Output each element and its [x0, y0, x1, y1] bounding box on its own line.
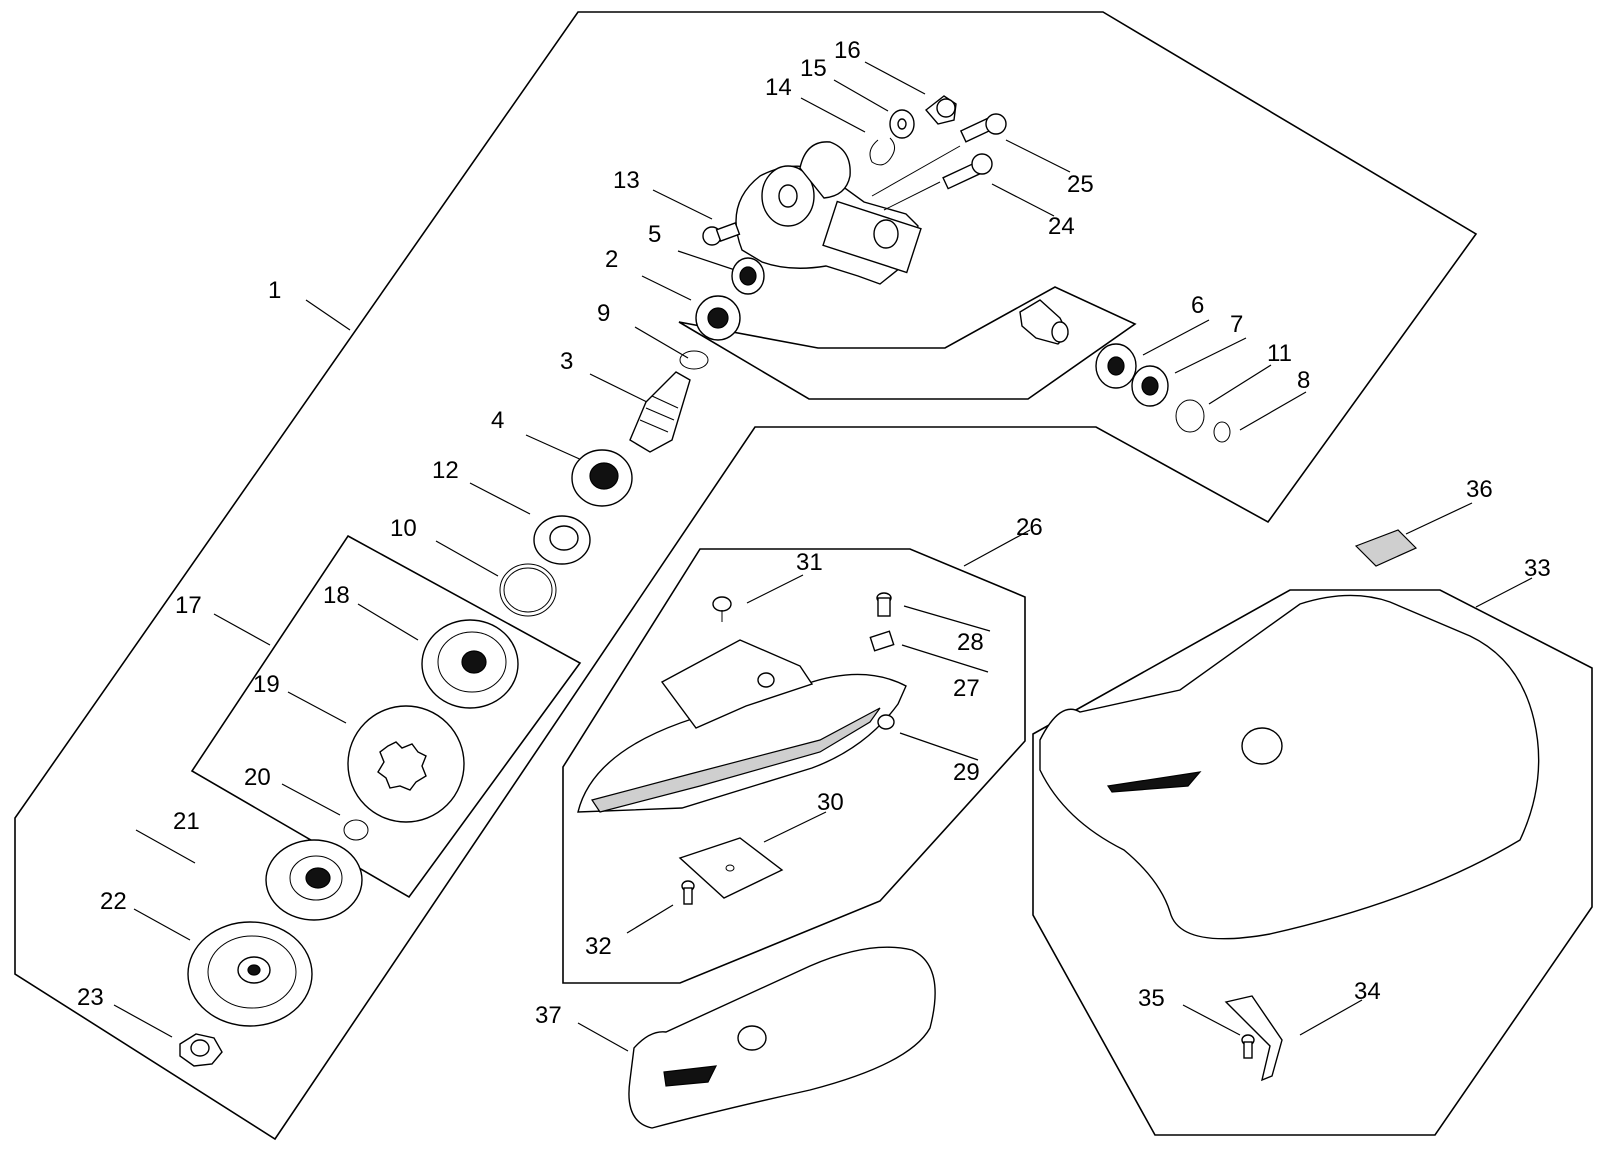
frame-gearhead-assembly: [14, 11, 1478, 1141]
callout-29: 29: [953, 759, 980, 786]
callout-17: 17: [175, 592, 202, 619]
callout-36: 36: [1466, 476, 1493, 503]
ring-20: [343, 819, 369, 841]
callout-3: 3: [560, 348, 573, 375]
spacer-cap: [1019, 299, 1069, 345]
callout-18: 18: [323, 582, 350, 609]
label-36: [1354, 529, 1418, 567]
screw-35: [1241, 1034, 1255, 1059]
callout-13: 13: [613, 167, 640, 194]
plate-30: [678, 837, 784, 899]
needle-bearing: [695, 295, 741, 341]
clutch-plate-18: [421, 619, 519, 709]
screw-32: [681, 880, 695, 905]
shield-37: [628, 946, 936, 1129]
callout-5: 5: [648, 221, 661, 248]
shield-33: [1039, 594, 1540, 940]
callout-24: 24: [1048, 213, 1075, 240]
plug-16: [924, 95, 957, 125]
guard-bracket-26: [577, 639, 907, 813]
bearing-4: [571, 449, 633, 507]
assembly-frames: [14, 11, 1593, 1141]
callout-16: 16: [834, 37, 861, 64]
clutch-ring-19: [347, 705, 465, 823]
callout-9: 9: [597, 300, 610, 327]
callout-14: 14: [765, 74, 792, 101]
drive-plate-21: [265, 839, 363, 921]
callout-23: 23: [77, 984, 104, 1011]
callout-25: 25: [1067, 171, 1094, 198]
snap-ring-9: [679, 350, 709, 370]
callout-4: 4: [491, 407, 504, 434]
callout-7: 7: [1230, 311, 1243, 338]
callout-2: 2: [605, 246, 618, 273]
callout-35: 35: [1138, 985, 1165, 1012]
bolt-25: [959, 113, 1007, 143]
washer-12: [533, 515, 591, 565]
bolt-24: [942, 153, 993, 190]
circlip-10: [499, 563, 557, 617]
frame-guard-subassembly: [562, 548, 1026, 984]
callout-6: 6: [1191, 292, 1204, 319]
callout-19: 19: [253, 671, 280, 698]
callout-26: 26: [1016, 514, 1043, 541]
bolt-13: [702, 222, 741, 246]
frame-gear-case-subassembly: [678, 286, 1137, 400]
washer-15: [889, 109, 915, 139]
spacer-29: [877, 714, 895, 730]
leader-lines: [113, 61, 1533, 1052]
pinion-shaft-3: [629, 371, 691, 453]
spring-14: [869, 137, 896, 166]
bearing-6: [1095, 343, 1137, 389]
callout-32: 32: [585, 933, 612, 960]
frame-clutch-subassembly: [190, 534, 582, 899]
frame-shield-assembly: [1032, 589, 1593, 1136]
bolt-28: [876, 592, 892, 617]
nut-27: [869, 630, 895, 652]
callout-33: 33: [1524, 555, 1551, 582]
gear-case: [735, 141, 961, 285]
callout-21: 21: [173, 808, 200, 835]
callout-22: 22: [100, 888, 127, 915]
bearing-5: [731, 257, 765, 295]
callout-31: 31: [796, 549, 823, 576]
callout-37: 37: [535, 1002, 562, 1029]
screw-31: [712, 596, 732, 622]
bracket-34: [1224, 995, 1283, 1082]
callout-30: 30: [817, 789, 844, 816]
callout-1: 1: [268, 277, 281, 304]
callout-8: 8: [1297, 367, 1310, 394]
bearing-7: [1131, 365, 1169, 407]
callout-27: 27: [953, 675, 980, 702]
callout-11: 11: [1267, 340, 1292, 367]
callout-34: 34: [1354, 978, 1381, 1005]
callout-labels: 1 2 3 4 5 6 7 8 9 10 11 12 13 14 15 16 1…: [77, 37, 1551, 1029]
nut-23: [179, 1033, 223, 1067]
ring-8: [1213, 421, 1231, 443]
callout-15: 15: [800, 55, 827, 82]
circlip-11: [1175, 399, 1205, 433]
callout-10: 10: [390, 515, 417, 542]
callout-20: 20: [244, 764, 271, 791]
cup-22: [187, 921, 313, 1027]
callout-12: 12: [432, 457, 459, 484]
callout-28: 28: [957, 629, 984, 656]
